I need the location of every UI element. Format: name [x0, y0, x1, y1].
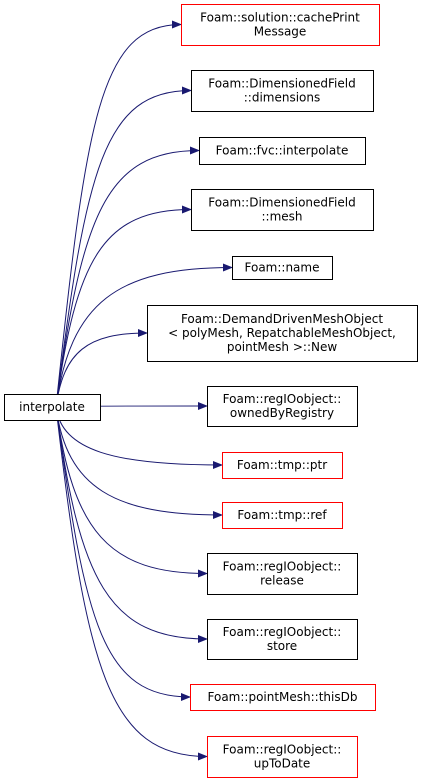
node-label-line: < polyMesh, RepatchableMeshObject,: [168, 326, 396, 340]
callee-node-foam-regioobject-release[interactable]: Foam::regIOobject::release: [207, 553, 358, 595]
node-box: [147, 305, 418, 362]
callee-node-foam-regioobject-uptodate[interactable]: Foam::regIOobject::upToDate: [207, 736, 358, 778]
callee-node-foam-tmp-ref[interactable]: Foam::tmp::ref: [222, 502, 343, 529]
node-box: [207, 619, 358, 660]
edge-arrow: [55, 406, 208, 761]
node-label-line: ::mesh: [261, 210, 302, 224]
node-box: [207, 386, 358, 427]
node-label-line: store: [267, 639, 297, 653]
node-box: [191, 70, 374, 112]
node-label-line: Foam::regIOobject::: [223, 560, 342, 574]
callee-node-foam-demanddrivenmeshobject-polymesh-repatchablemeshobject-pointmesh-new[interactable]: Foam::DemandDrivenMeshObject< polyMesh, …: [147, 305, 418, 362]
callee-node-foam-name[interactable]: Foam::name: [232, 256, 333, 280]
node-label-line: Message: [254, 25, 307, 39]
root-node-interpolate[interactable]: interpolate: [4, 394, 101, 421]
edge-arrow: [55, 329, 148, 408]
node-box: [191, 189, 374, 231]
node-label-line: Foam::regIOobject::: [223, 743, 342, 757]
node-label-line: Foam::tmp::ptr: [237, 458, 327, 472]
node-label-line: upToDate: [254, 757, 311, 771]
node-label-line: ownedByRegistry: [230, 406, 334, 420]
node-box: [207, 736, 358, 778]
edge-arrow: [55, 263, 233, 408]
callee-node-foam-fvc-interpolate[interactable]: Foam::fvc::interpolate: [199, 137, 366, 165]
node-label-line: Foam::solution::cachePrint: [200, 11, 360, 25]
node-box: [199, 137, 366, 165]
edge-arrow: [55, 406, 223, 469]
node-box: [4, 394, 101, 421]
node-label-line: Foam::name: [245, 261, 320, 275]
edge-arrow: [55, 406, 208, 643]
callee-node-foam-dimensionedfield-dimensions[interactable]: Foam::DimensionedField::dimensions: [191, 70, 374, 112]
node-box: [222, 502, 343, 529]
node-label-line: Foam::fvc::interpolate: [216, 144, 349, 158]
callee-node-foam-tmp-ptr[interactable]: Foam::tmp::ptr: [222, 452, 343, 479]
node-label-line: Foam::regIOobject::: [223, 392, 342, 406]
node-box: [190, 684, 376, 711]
node-label-line: ::dimensions: [244, 91, 321, 105]
edge-arrow: [55, 146, 200, 408]
edge-arrow: [55, 406, 208, 578]
edge-arrow: [55, 20, 182, 408]
node-label-line: interpolate: [19, 400, 85, 414]
node-label-line: Foam::pointMesh::thisDb: [208, 690, 358, 704]
nodes-layer: interpolate Foam::solution::cachePrintMes…: [4, 4, 418, 778]
edge-arrow: [55, 86, 192, 408]
callee-node-foam-regioobject-ownedbyregistry[interactable]: Foam::regIOobject::ownedByRegistry: [207, 386, 358, 427]
node-label-line: Foam::regIOobject::: [223, 625, 342, 639]
edges-layer: [55, 20, 233, 761]
edge-arrow: [55, 406, 191, 701]
node-label-line: Foam::DimensionedField: [208, 196, 355, 210]
node-label-line: release: [260, 574, 304, 588]
edge-arrow: [55, 205, 192, 408]
node-box: [222, 452, 343, 479]
node-box: [181, 4, 380, 46]
node-label-line: Foam::tmp::ref: [237, 508, 327, 522]
node-label-line: Foam::DimensionedField: [208, 77, 355, 91]
node-label-line: pointMesh >::New: [227, 340, 338, 354]
node-box: [232, 256, 333, 280]
callee-node-foam-dimensionedfield-mesh[interactable]: Foam::DimensionedField::mesh: [191, 189, 374, 231]
node-box: [207, 553, 358, 595]
callee-node-foam-regioobject-store[interactable]: Foam::regIOobject::store: [207, 619, 358, 660]
edge-arrow: [55, 406, 223, 519]
callee-node-foam-pointmesh-thisdb[interactable]: Foam::pointMesh::thisDb: [190, 684, 376, 711]
node-label-line: Foam::DemandDrivenMeshObject: [181, 312, 383, 326]
